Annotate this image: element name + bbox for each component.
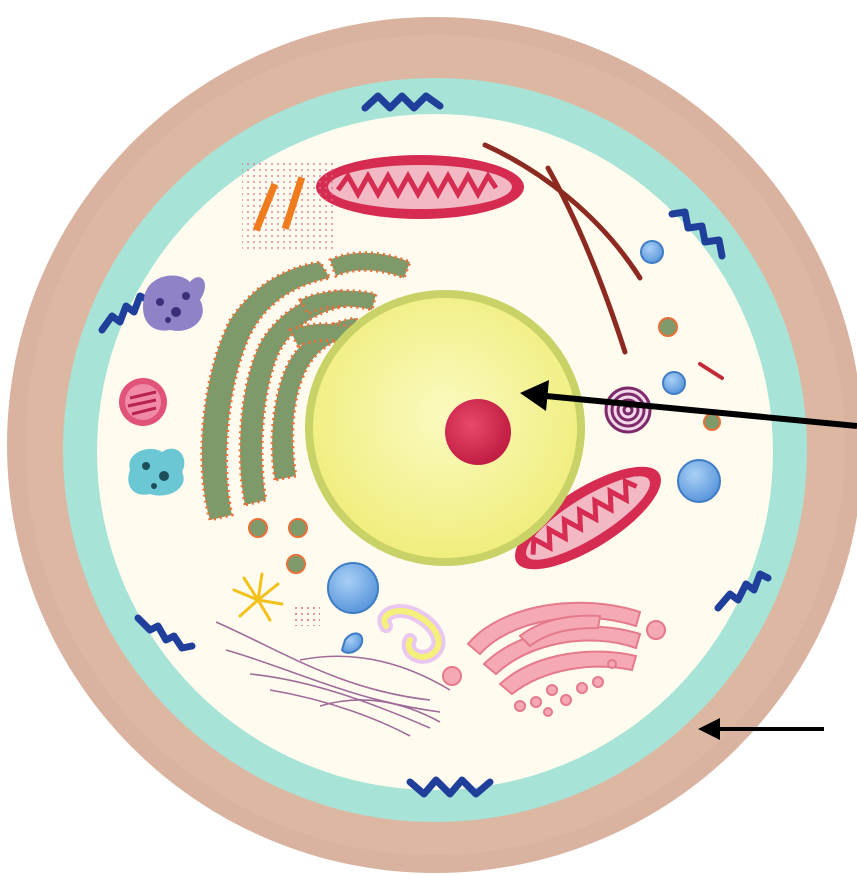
lysosome-icon — [119, 378, 167, 426]
lysosome-icon — [143, 276, 205, 331]
lysosome-icon — [128, 449, 184, 496]
lysosome-icon — [606, 388, 650, 432]
nucleus-icon — [305, 290, 585, 566]
centriole-icon — [242, 160, 334, 250]
nucleolus — [445, 399, 511, 465]
mitochondrion-icon — [316, 155, 524, 219]
vesicle-cluster — [294, 604, 320, 626]
